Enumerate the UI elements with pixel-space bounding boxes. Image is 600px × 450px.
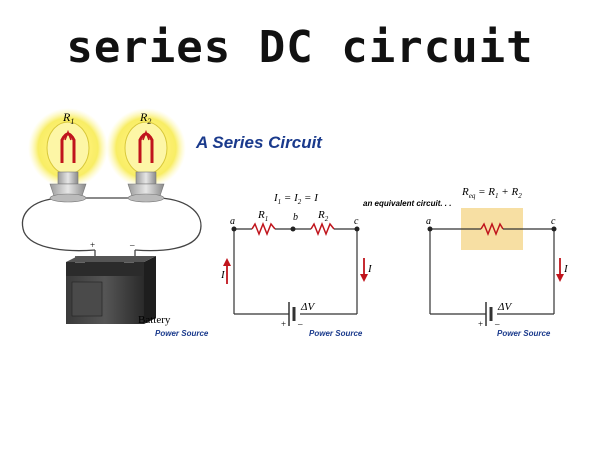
circuit1-current-left: I — [220, 269, 226, 281]
circuit2-current: I — [563, 263, 569, 275]
page-title: series DC circuit — [66, 22, 534, 73]
circuit1-plus: + — [281, 319, 286, 329]
power-source-label-3: Power Source — [497, 329, 551, 338]
circuit2-plus: + — [478, 319, 483, 329]
req-equation: Req = R1 + R2 — [461, 186, 522, 200]
resistor-req-symbol — [480, 221, 504, 237]
circuit1-minus: – — [297, 319, 303, 329]
circuit1-r2-label: R2 — [317, 209, 329, 223]
power-source-label-2: Power Source — [309, 329, 363, 338]
circuit1-r1-label: R1 — [257, 209, 268, 223]
current-equation: I1 = I2 = I — [273, 192, 319, 206]
bulb-r2 — [106, 108, 186, 203]
bulb-r1-label: R1 — [62, 110, 74, 126]
circuit1-node-b: b — [293, 212, 298, 223]
power-source-label-1: Power Source — [155, 329, 209, 338]
battery-plus-sign: + — [90, 240, 95, 250]
circuit2-node-a: a — [426, 216, 431, 227]
node-c-dot — [354, 226, 360, 232]
series-circuit — [223, 221, 368, 326]
circuit1-voltage: ΔV — [300, 301, 315, 313]
diagram-title: A Series Circuit — [196, 133, 322, 152]
circuit1-current-right: I — [367, 263, 373, 275]
circuit2-node-c: c — [551, 216, 556, 227]
node-a-dot — [231, 226, 237, 232]
battery-illustration — [66, 256, 156, 324]
battery-minus-sign: – — [129, 240, 135, 250]
equivalent-label: an equivalent circuit. . . — [363, 199, 451, 208]
wire-loop — [22, 197, 202, 262]
node-b-dot — [290, 226, 296, 232]
bulb-r1 — [28, 108, 108, 203]
resistor-r1-symbol — [251, 221, 276, 237]
bulb-r2-label: R2 — [139, 110, 151, 126]
circuit2-voltage: ΔV — [497, 301, 512, 313]
resistor-r2-symbol — [310, 221, 335, 237]
circuit1-node-a: a — [230, 216, 235, 227]
circuit2-minus: – — [494, 319, 500, 329]
battery-label: Battery — [138, 314, 171, 326]
equivalent-circuit — [427, 208, 564, 326]
circuit1-node-c: c — [354, 216, 359, 227]
